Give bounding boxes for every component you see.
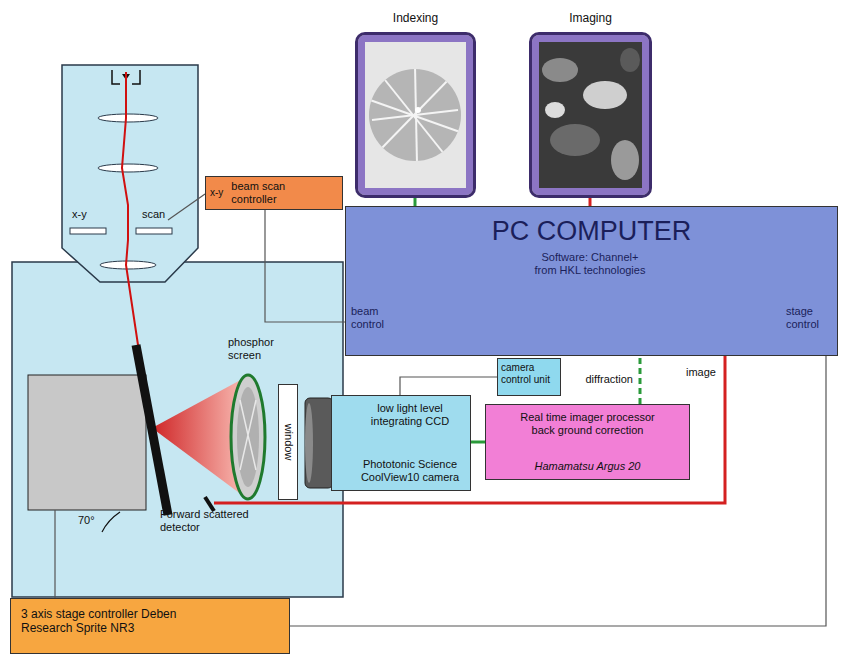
coil-label: x-y (72, 208, 87, 221)
stage-controller-box: 3 axis stage controller Deben Research S… (10, 598, 290, 654)
objective-lens (100, 261, 156, 269)
node-text: window (281, 424, 294, 461)
node-text: Hamamatsu Argus 20 (535, 460, 641, 473)
kikuchi-bands (370, 66, 460, 164)
signal-connector (639, 356, 642, 404)
node-text: Software: Channel+ from HKL technologies (530, 251, 650, 277)
scan-coil (70, 228, 106, 234)
node-text: PC COMPUTER (346, 215, 837, 247)
node-text: stage control (786, 305, 832, 331)
signal-connector (471, 441, 485, 444)
scan-wire (168, 194, 205, 220)
node-text: Real time imager processor back ground c… (513, 411, 663, 437)
scan-coil (136, 228, 172, 234)
window-box: window (278, 384, 298, 500)
controller-box: x-y beam scan controller (205, 176, 343, 210)
monitor-screen: Indexing (355, 32, 476, 198)
zone-axis (415, 107, 421, 113)
image-signal-wire (214, 356, 725, 503)
stage-wire (54, 510, 55, 598)
phosphor-screen (231, 375, 265, 499)
electron-column (62, 65, 198, 282)
camera-box: low light level integrating CCD Phototoni… (331, 395, 471, 491)
orientation-image (538, 41, 643, 189)
signal-connector (265, 210, 345, 322)
node-text: beam control (351, 305, 397, 331)
node-text: Phototonic Science CoolView10 camera (356, 458, 464, 484)
condenser-lens (98, 164, 158, 172)
signal-connector (400, 377, 497, 395)
node-text: camera control unit (501, 362, 557, 386)
computer-box: PC COMPUTER Software: Channel+ from HKL t… (345, 206, 838, 356)
angle-label: 70° (78, 514, 95, 527)
part-label: Forward scattered detector (160, 508, 268, 534)
node-text: beam scan controller (231, 180, 301, 206)
node-text: low light level integrating CCD (356, 402, 464, 428)
monitor-screen: Imaging (529, 32, 652, 198)
sample-stage (28, 375, 146, 510)
signal-label: image (686, 366, 716, 379)
node-text: x-y (210, 187, 223, 199)
pattern-ground (364, 41, 467, 189)
grain (550, 124, 600, 156)
processor-box: Real time imager processor back ground c… (485, 404, 690, 480)
part-label: phosphor screen (228, 336, 290, 362)
coil-label: scan (142, 208, 165, 221)
tilt-angle-arc (102, 512, 120, 532)
grain (545, 102, 565, 118)
control-unit-box: camera control unit (497, 358, 561, 396)
signal-connector (290, 356, 826, 626)
edge-label: diffraction (584, 373, 636, 386)
lens-glass (305, 403, 313, 483)
signal-connector (589, 198, 592, 206)
grain (583, 81, 627, 109)
grain (620, 48, 640, 72)
node-text: Indexing (358, 11, 473, 25)
electron-beam (122, 72, 150, 425)
node-text: 3 axis stage controller Deben Research S… (21, 607, 181, 636)
signal-connector (414, 198, 417, 206)
kikuchi-band (385, 80, 445, 155)
tilted-sample (136, 345, 168, 515)
grain (611, 140, 639, 180)
condenser-lens (98, 114, 158, 122)
screen-pattern (237, 387, 259, 487)
camera-lens (305, 398, 333, 488)
specimen-chamber (12, 262, 343, 597)
grain (542, 58, 578, 82)
screen-bands (240, 400, 256, 470)
node-text: Imaging (532, 11, 649, 25)
